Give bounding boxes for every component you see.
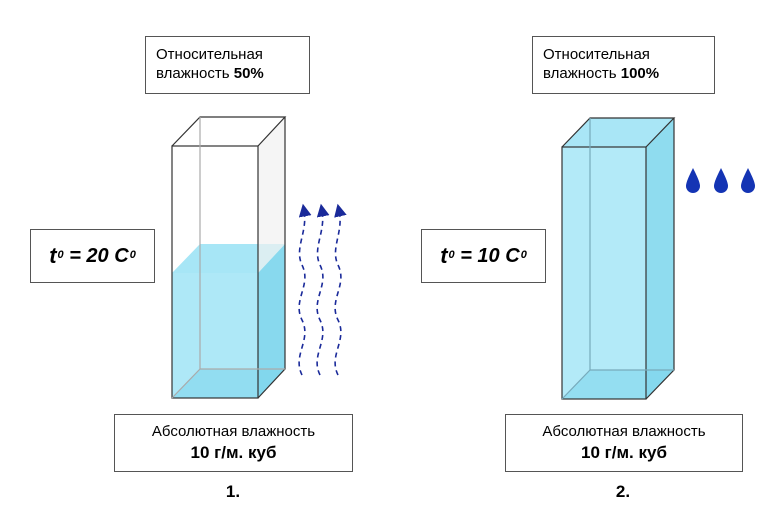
water-drops xyxy=(686,168,755,193)
panel1-relative-percent: 50% xyxy=(233,65,264,82)
panel1-number: 1. xyxy=(225,482,241,501)
panel1-relative-humidity-box: Относительная влажность 50% xyxy=(145,36,310,94)
panel1-absolute-value: 10 г/м. куб xyxy=(190,442,277,462)
panel2-relative-label: Относительная xyxy=(543,46,650,64)
panel2-absolute-value: 10 г/м. куб xyxy=(581,442,667,462)
panel1-absolute-humidity-box: Абсолютная влажность 10 г/м. куб xyxy=(114,414,353,472)
panel2-temp-symbol: t xyxy=(440,243,448,269)
panel2-relative-word: влажность xyxy=(543,65,617,82)
water-drop-icon xyxy=(741,168,755,193)
water-drop-icon xyxy=(714,168,728,193)
column1-water-side xyxy=(258,244,285,398)
column2-vessel xyxy=(561,117,676,400)
evaporation-arrows-icon xyxy=(298,203,347,376)
panel2-temp-unit-sup: 0 xyxy=(520,249,527,262)
panel2-relative-percent: 100% xyxy=(620,65,660,82)
panel2-temp-text: = 10 С xyxy=(454,244,520,267)
panel1-temp-unit-sup: 0 xyxy=(129,249,136,262)
panel1-temp-sup: 0 xyxy=(57,249,64,262)
panel1-temp-symbol: t xyxy=(49,243,57,269)
column2-side xyxy=(646,118,674,399)
panel2-absolute-label: Абсолютная влажность xyxy=(542,423,706,440)
panel1-absolute-label: Абсолютная влажность xyxy=(151,423,316,440)
column1-water-bottom xyxy=(172,369,285,398)
panel2-relative-humidity-box: Относительная влажность 100% xyxy=(532,36,715,94)
column2-front xyxy=(562,147,646,399)
column1-vessel xyxy=(171,116,287,399)
panel1-temp-text: = 20 С xyxy=(63,244,129,267)
column1-glass-side xyxy=(258,117,285,273)
panel1-relative-word: влажность xyxy=(156,65,230,82)
panel2-absolute-humidity-box: Абсолютная влажность 10 г/м. куб xyxy=(505,414,743,472)
water-drop-icon xyxy=(686,168,700,193)
panel2-number: 2. xyxy=(615,482,631,501)
panel2-temp-sup: 0 xyxy=(448,249,455,262)
panel1-relative-label: Относительная xyxy=(156,46,263,64)
